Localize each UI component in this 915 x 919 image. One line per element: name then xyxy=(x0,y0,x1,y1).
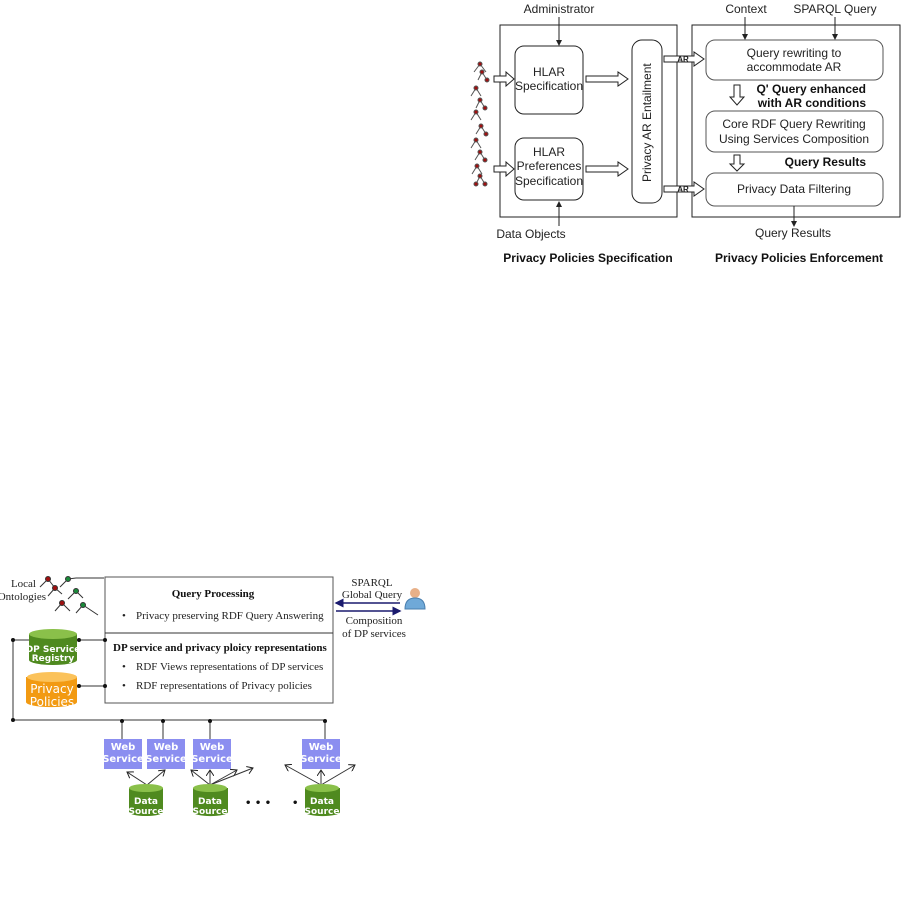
ds-line1: Data xyxy=(134,797,158,807)
ws-line2: Service xyxy=(300,754,342,765)
ar-label-top: AR xyxy=(677,55,689,64)
data-objects-label: Data Objects xyxy=(496,227,565,241)
sparql-query-label: SPARQL Query xyxy=(793,2,876,16)
enforcement-panel xyxy=(691,24,901,218)
privacy-filtering-label: Privacy Data Filtering xyxy=(737,182,851,196)
web-service-4: Web Service xyxy=(300,739,342,769)
query-rewriting-line1: Query rewriting to xyxy=(747,46,842,60)
hlar-spec-line1: HLAR xyxy=(533,65,565,79)
query-processing-item: Privacy preserving RDF Query Answering xyxy=(136,610,324,622)
local-ontologies-line1: Local xyxy=(11,578,36,590)
privacy-architecture-figure: Administrator HLAR Specification HLAR Pr… xyxy=(470,2,901,265)
web-service-1: Web Service xyxy=(102,739,144,769)
core-rdf-line1: Core RDF Query Rewriting xyxy=(722,117,865,131)
ds-line2: Source xyxy=(305,807,340,817)
privacy-ar-entailment-box xyxy=(631,39,663,204)
source-arrows xyxy=(127,765,355,786)
ws-line1: Web xyxy=(200,742,225,753)
context-label: Context xyxy=(725,2,767,16)
dp-service-registry-database-icon: DP Service Registry xyxy=(26,629,81,665)
registry-line1: DP Service xyxy=(26,645,81,655)
bullet: • xyxy=(122,661,126,673)
web-service-2: Web Service xyxy=(145,739,187,769)
caption-specification: Privacy Policies Specification xyxy=(503,251,672,265)
ds-line1: Data xyxy=(198,797,222,807)
registry-line2: Registry xyxy=(32,654,75,664)
q-enhanced-line1: Q' Query enhanced xyxy=(756,82,866,96)
local-ontologies-tree-icon xyxy=(39,576,104,616)
data-source-2: Data Source xyxy=(193,784,228,817)
hlar-spec-line2: Specification xyxy=(515,79,583,93)
sparql-line2: Global Query xyxy=(342,589,403,601)
ws-line1: Web xyxy=(154,742,179,753)
ellipsis: • • • • xyxy=(245,798,298,809)
ds-line2: Source xyxy=(193,807,228,817)
specification-panel xyxy=(499,24,678,218)
ws-line2: Service xyxy=(102,754,144,765)
data-source-3: Data Source xyxy=(305,784,340,817)
query-processing-title: Query Processing xyxy=(172,588,255,600)
privacy-policies-database-icon: Privacy Policies xyxy=(26,672,77,709)
dp-item-views: RDF Views representations of DP services xyxy=(136,661,323,673)
entailment-label: Privacy AR Entailment xyxy=(640,63,654,182)
hlar-pref-line3: Specification xyxy=(515,174,583,188)
query-rewriting-box xyxy=(705,39,884,81)
policies-line1: Privacy xyxy=(30,682,73,696)
hlar-pref-line1: HLAR xyxy=(533,145,565,159)
hlar-preferences-box xyxy=(514,137,584,201)
composition-line2: of DP services xyxy=(342,628,406,640)
sparql-line1: SPARQL xyxy=(351,577,392,589)
administrator-label: Administrator xyxy=(524,2,595,16)
core-rdf-line2: Using Services Composition xyxy=(719,132,869,146)
ontology-tree-icon xyxy=(470,61,490,187)
web-service-3: Web Service xyxy=(191,739,233,769)
core-rdf-rewriting-box xyxy=(705,110,884,153)
caption-enforcement: Privacy Policies Enforcement xyxy=(715,251,883,265)
dp-representations-title: DP service and privacy ploicy representa… xyxy=(113,642,327,654)
query-rewriting-line2: accommodate AR xyxy=(747,60,842,74)
user-icon xyxy=(404,588,426,610)
q-enhanced-line2: with AR conditions xyxy=(757,96,867,110)
ds-line1: Data xyxy=(310,797,334,807)
ws-line2: Service xyxy=(145,754,187,765)
local-ontologies-line2: Ontologies xyxy=(0,591,46,603)
mediator-box xyxy=(104,576,334,704)
hlar-specification-box xyxy=(514,45,584,115)
bullet: • xyxy=(122,680,126,692)
block-arrows xyxy=(493,51,746,197)
ws-line1: Web xyxy=(111,742,136,753)
ds-line2: Source xyxy=(129,807,164,817)
dp-item-policies: RDF representations of Privacy policies xyxy=(136,680,312,692)
ar-label-bottom: AR xyxy=(677,185,689,194)
composition-line1: Composition xyxy=(346,615,403,627)
ws-line2: Service xyxy=(191,754,233,765)
ws-line1: Web xyxy=(309,742,334,753)
data-source-1: Data Source xyxy=(129,784,164,817)
system-architecture-figure: Local Ontologies Query Processing • Priv… xyxy=(0,576,426,817)
policies-line2: Policies xyxy=(30,695,74,709)
bullet: • xyxy=(122,610,126,622)
query-results-label: Query Results xyxy=(755,226,831,240)
hlar-pref-line2: Preferences xyxy=(517,159,582,173)
query-results-bold-label: Query Results xyxy=(785,155,867,169)
